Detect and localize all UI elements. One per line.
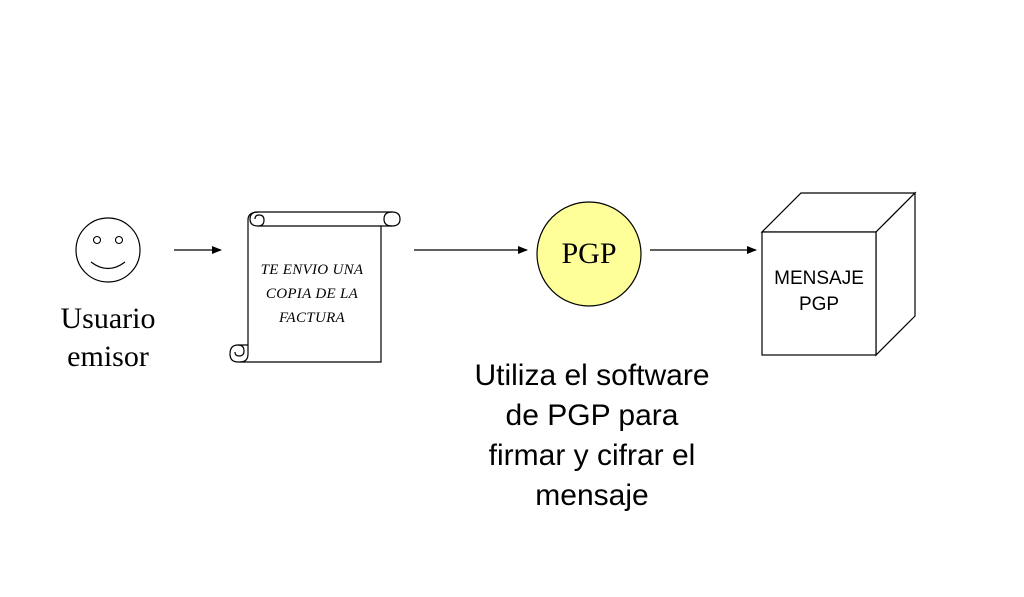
cube-icon bbox=[760, 191, 917, 357]
smiley-face-icon bbox=[75, 217, 141, 283]
document-text: TE ENVIO UNA COPIA DE LA FACTURA bbox=[260, 262, 364, 326]
message-label: MENSAJE PGP bbox=[774, 268, 864, 315]
description-text: Utiliza el software de PGP para firmar y… bbox=[474, 359, 710, 512]
sender-label: Usuario emisor bbox=[60, 302, 156, 373]
scroll-icon bbox=[229, 211, 401, 363]
pgp-label: PGP bbox=[561, 237, 617, 270]
pgp-circle bbox=[536, 201, 642, 307]
